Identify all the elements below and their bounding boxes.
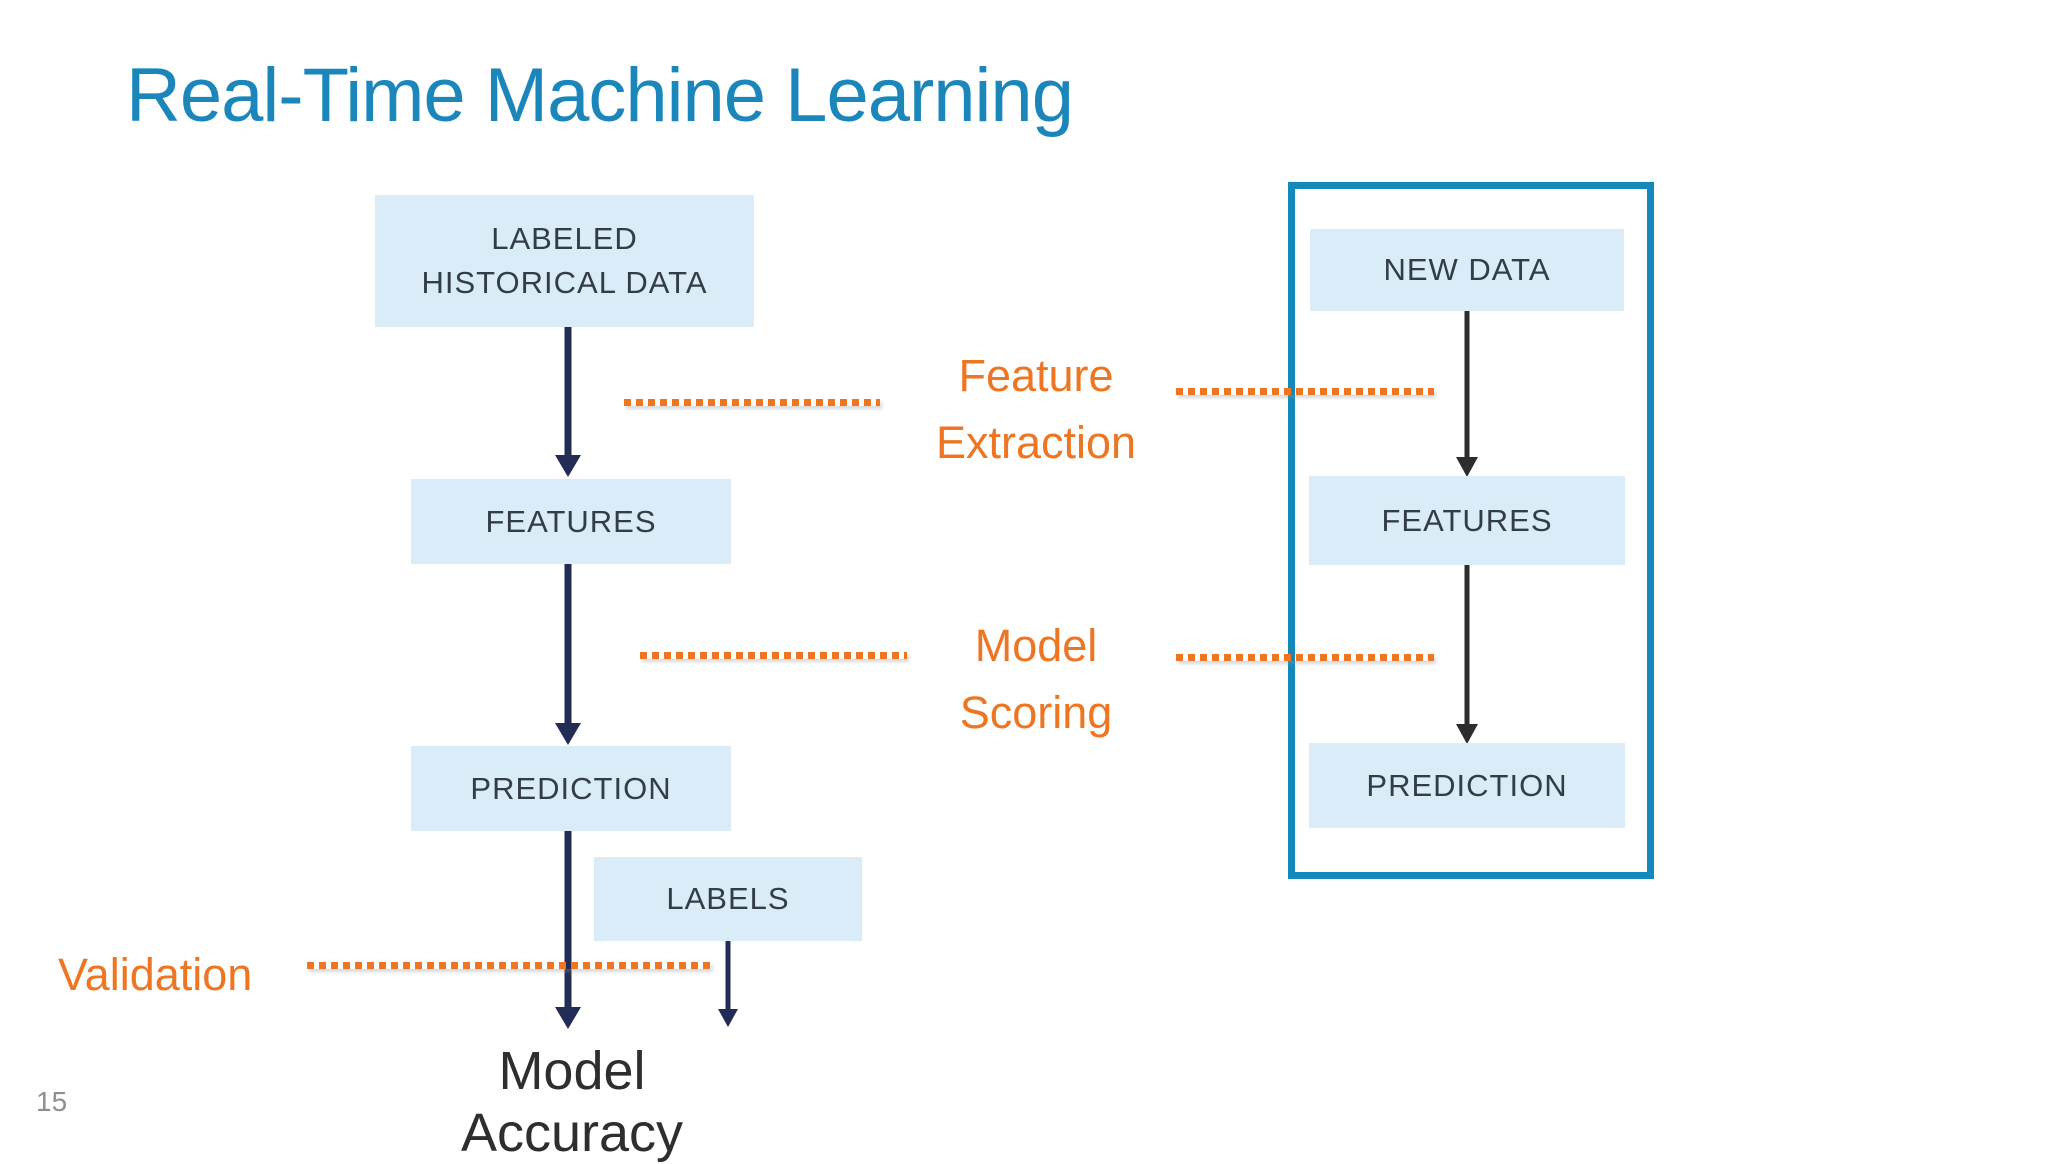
node-labeled-line2: HISTORICAL DATA	[421, 265, 708, 300]
model-scoring-line1: Model	[974, 620, 1098, 671]
validation-label: Validation	[58, 949, 253, 1000]
node-labels: LABELS	[594, 857, 862, 941]
slide-title: Real-Time Machine Learning	[126, 53, 1074, 138]
node-features-training: FEATURES	[411, 479, 731, 564]
node-features-scoring: FEATURES	[1309, 476, 1625, 565]
feature-extraction-line1: Feature	[958, 350, 1114, 401]
arrow-features-to-prediction	[553, 564, 583, 745]
dotted-line-model-scoring-right	[1176, 654, 1434, 661]
node-labeled-historical-data: LABELED HISTORICAL DATA	[375, 195, 754, 327]
feature-extraction-label: Feature Extraction	[886, 342, 1186, 476]
arrow-labeled-to-features	[553, 327, 583, 477]
dotted-line-validation	[307, 962, 711, 969]
node-prediction-scoring: PREDICTION	[1309, 743, 1625, 828]
dotted-line-feature-extraction-right	[1176, 388, 1434, 395]
page-number: 15	[36, 1086, 68, 1117]
arrow-features-to-prediction-scoring	[1452, 565, 1482, 744]
model-accuracy-label: Model Accuracy	[460, 1041, 684, 1163]
node-prediction-training: PREDICTION	[411, 746, 731, 831]
node-new-data: NEW DATA	[1310, 229, 1624, 311]
arrow-labels-to-accuracy	[713, 941, 743, 1027]
model-scoring-line2: Scoring	[959, 687, 1113, 738]
arrow-newdata-to-features	[1452, 311, 1482, 477]
arrow-prediction-to-accuracy	[553, 831, 583, 1029]
dotted-line-feature-extraction-left	[624, 399, 880, 406]
realtime-highlight-rectangle	[1288, 182, 1654, 879]
node-labeled-line1: LABELED	[491, 221, 638, 256]
model-scoring-label: Model Scoring	[886, 612, 1186, 746]
feature-extraction-line2: Extraction	[935, 417, 1137, 468]
dotted-line-model-scoring-left	[640, 652, 907, 659]
